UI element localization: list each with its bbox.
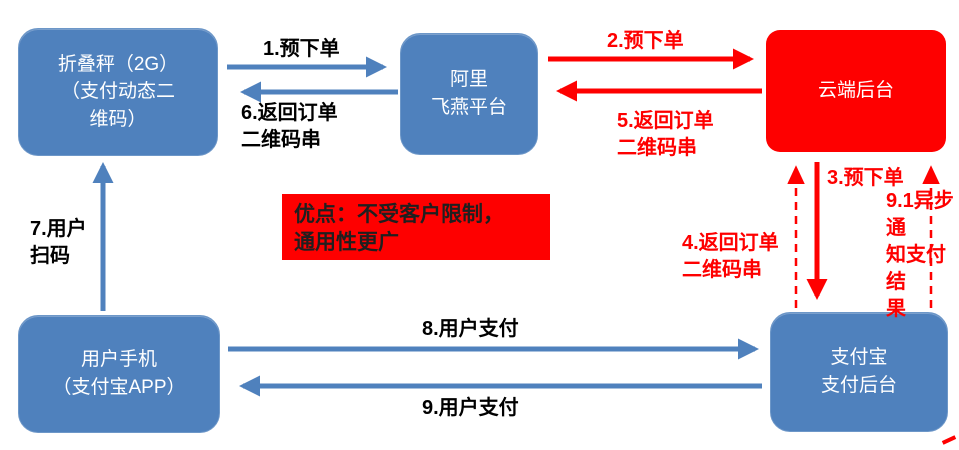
node-cloud-backend-label: 云端后台 — [817, 80, 894, 102]
edge-label-91-async-notify: 9.1异步通 知支付结 果 — [886, 190, 954, 320]
edge-label-6-return-qr: 6.返回订单 二维码串 — [241, 102, 338, 151]
node-folding-scale: 折叠秤（2G） （支付动态二 维码） — [18, 28, 218, 156]
node-folding-scale-label: 折叠秤（2G） （支付动态二 维码） — [57, 53, 179, 130]
advantage-note: 优点：不受客户限制， 通用性更广 — [282, 194, 550, 260]
node-ali-feiyan-platform: 阿里 飞燕平台 — [400, 33, 538, 155]
node-ali-feiyan-platform-label: 阿里 飞燕平台 — [430, 69, 507, 118]
edge-label-4-return-qr: 4.返回订单 二维码串 — [682, 232, 779, 281]
node-alipay-backend: 支付宝 支付后台 — [770, 312, 948, 432]
stray-red-mark — [941, 435, 957, 445]
edge-label-8-pay: 8.用户支付 — [422, 318, 519, 340]
edge-label-9-pay: 9.用户支付 — [422, 397, 519, 419]
node-user-phone-label: 用户手机 （支付宝APP） — [52, 349, 186, 398]
node-cloud-backend: 云端后台 — [766, 30, 946, 152]
node-alipay-backend-label: 支付宝 支付后台 — [820, 347, 897, 396]
edge-label-1-preorder: 1.预下单 — [263, 38, 340, 60]
edge-label-5-return-qr: 5.返回订单 二维码串 — [617, 110, 714, 159]
edge-label-2-preorder: 2.预下单 — [607, 30, 684, 52]
edge-label-7-scan: 7.用户 扫码 — [30, 218, 87, 267]
edge-label-3-preorder: 3.预下单 — [827, 167, 904, 189]
node-user-phone: 用户手机 （支付宝APP） — [18, 315, 220, 433]
